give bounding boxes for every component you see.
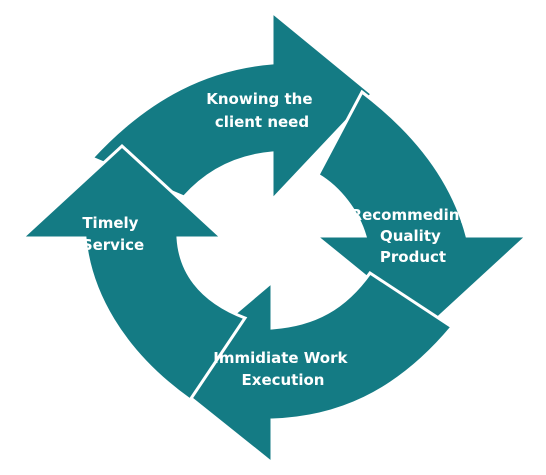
cycle-segment-knowing-client-need	[89, 8, 375, 204]
label-line: client need	[215, 113, 309, 131]
label-line: Service	[82, 236, 144, 254]
label-line: Execution	[242, 371, 325, 389]
step-label-timely-service: Timely Service	[82, 214, 144, 254]
label-line: Product	[380, 248, 446, 266]
label-line: Recommeding	[351, 206, 471, 224]
step-label-knowing-client-need: Knowing the client need	[206, 90, 318, 131]
cycle-segment-recommending-quality-product	[311, 89, 531, 329]
label-line: Timely	[82, 214, 138, 232]
label-line: Quality	[380, 227, 441, 245]
step-label-recommending-quality-product: Recommeding Quality Product	[351, 206, 476, 266]
label-line: Knowing the	[206, 90, 312, 108]
label-line: Immidiate Work	[213, 349, 348, 367]
cycle-segment-timely-service	[18, 143, 248, 403]
step-label-immediate-work-execution: Immidiate Work Execution	[213, 349, 352, 389]
